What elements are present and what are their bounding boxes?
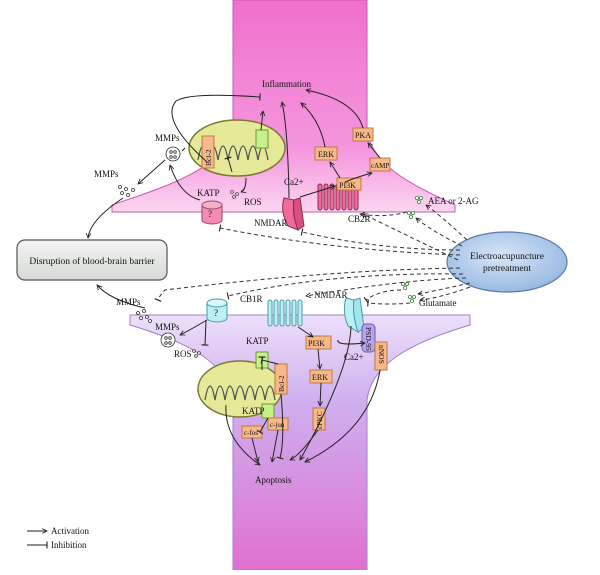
- mmps-top-cell-label: MMPs: [155, 133, 180, 143]
- bbb-box: [16, 239, 168, 281]
- epkc-box: [312, 407, 326, 431]
- mmp-granules-bottom-cell: [160, 332, 176, 348]
- ea-label-line1: Electroacupuncture: [470, 252, 544, 262]
- bcl2-top-label: Bcl-2: [204, 149, 213, 166]
- pi3k-bottom-label: PI3K: [308, 339, 325, 348]
- mmps-top-out-label: MMPs: [94, 169, 119, 179]
- glutamate-label: Glutamate: [419, 298, 457, 308]
- katp-bottom-label-1: KATP: [246, 336, 269, 346]
- katp-top-label: KATP: [197, 188, 220, 198]
- erk-top-label: ERK: [318, 150, 334, 159]
- pi3k-top-box: [336, 177, 362, 191]
- nmdar-bottom-label: NMDAR: [314, 290, 348, 300]
- bbb-label: Disruption of blood-brain barrier: [29, 256, 155, 267]
- ea-dashed-arrows: [154, 205, 471, 307]
- cb2r-label: CB2R: [348, 214, 371, 224]
- aea-molecules: [406, 195, 423, 219]
- nmdar-top-receptor: [282, 197, 305, 231]
- katp-bottom-label-2: KATP: [242, 406, 265, 416]
- bottom-arrows: [97, 285, 381, 465]
- mmp-granules-bottom-out: [136, 309, 152, 323]
- ca-bottom-label: Ca2+: [344, 352, 364, 362]
- pka-label: PKA: [355, 131, 371, 140]
- ros-bottom-label: ROS: [174, 349, 192, 359]
- electroacupuncture-ellipse: [446, 231, 568, 293]
- mmps-bottom-cell-label: MMPs: [155, 322, 180, 332]
- cfos-label: c-fos: [244, 429, 258, 437]
- nmdar-top-label: NMDAR: [254, 218, 288, 228]
- mmps-bottom-out-label: MMPs: [116, 297, 141, 307]
- nmdar-bottom-receptor: [343, 297, 365, 334]
- cb1r-receptor: [267, 299, 303, 327]
- epkc-label: εPKC: [315, 411, 324, 429]
- top-arrows: [88, 90, 381, 238]
- erk-bottom-label: ERK: [312, 373, 328, 382]
- inflammation-label: Inflammation: [262, 79, 311, 89]
- erk-top-box: [314, 146, 338, 161]
- ros-top-label: ROS: [244, 197, 262, 207]
- cjun-label: c-jun: [270, 421, 285, 429]
- katp-channel-top: [255, 129, 269, 149]
- apoptosis-label: Apoptosis: [255, 475, 292, 485]
- pi3k-top-label: PI3K: [339, 181, 356, 190]
- ros-granules-bottom: [192, 349, 201, 358]
- aea-label: AEA or 2-AG: [428, 196, 479, 206]
- ros-granules-top: [230, 190, 239, 199]
- glutamate-molecules: [400, 281, 416, 303]
- camp-label: cAMP: [371, 162, 389, 170]
- bottom-unknown-channel: [206, 298, 228, 323]
- ea-label-line2: pretreatment: [483, 264, 531, 274]
- mmp-granules-top-out: [118, 185, 135, 197]
- cb1r-label: CB1R: [240, 294, 263, 304]
- nnos-label: nNOS: [377, 345, 386, 364]
- top-unknown-channel: [201, 200, 223, 225]
- legend-inhibition-label: Inhibition: [51, 540, 87, 550]
- mmp-granules-top-cell: [165, 146, 181, 162]
- nnos-box: [374, 341, 388, 371]
- top-unknown-label: ?: [208, 209, 212, 219]
- legend-activation-label: Activation: [51, 526, 89, 536]
- psd95-label: PSD-95: [364, 327, 373, 351]
- ca-top-label: Ca2+: [284, 177, 304, 187]
- bottom-unknown-label: ?: [214, 308, 218, 318]
- bcl2-bottom-label: Bcl-2: [277, 375, 286, 392]
